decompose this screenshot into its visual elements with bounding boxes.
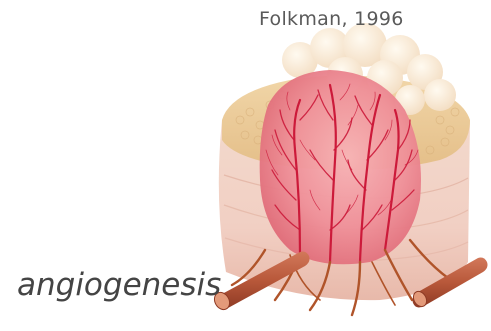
citation-label: Folkman, 1996 xyxy=(259,8,404,30)
caption-label: angiogenesis xyxy=(17,267,221,303)
